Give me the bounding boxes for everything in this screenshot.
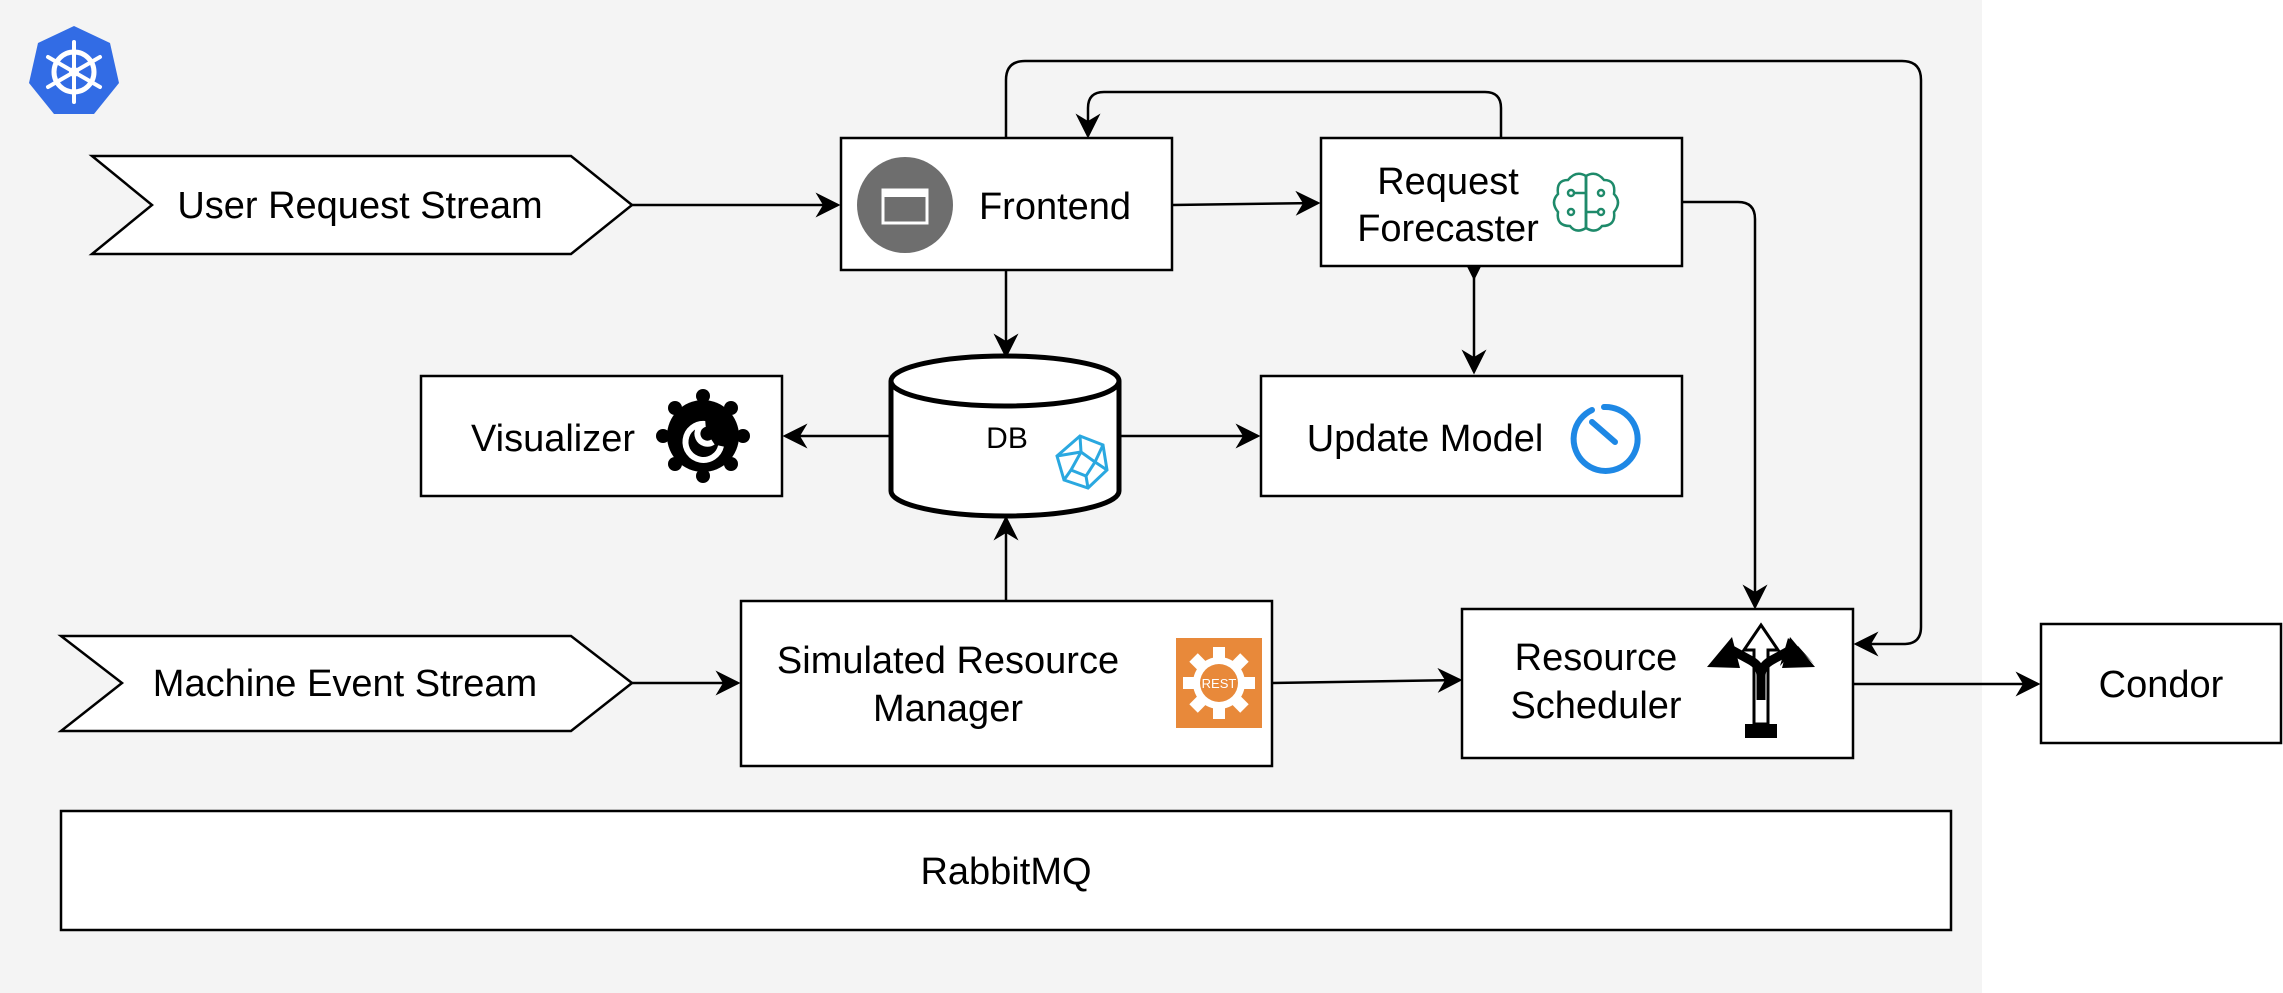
request-forecaster-label-line1: Request <box>1377 161 1519 203</box>
rabbitmq-label: RabbitMQ <box>920 851 1091 893</box>
resource-scheduler-label-line1: Resource <box>1515 637 1678 679</box>
db-label: DB <box>986 422 1028 455</box>
request-forecaster-label-line2: Forecaster <box>1357 208 1539 250</box>
db-node: DB <box>888 353 1122 519</box>
timer-icon <box>1570 403 1641 474</box>
frontend-node: Frontend <box>839 136 1174 272</box>
split-arrows-icon <box>1707 622 1815 738</box>
update-model-node: Update Model <box>1259 374 1684 498</box>
resource-scheduler-node: Resource Scheduler <box>1460 607 1855 760</box>
rabbitmq-node: RabbitMQ <box>59 809 1953 932</box>
srm-label-line2: Manager <box>873 688 1023 730</box>
ai-brain-icon <box>1552 172 1620 232</box>
user-request-stream-node: User Request Stream <box>88 154 634 256</box>
visualizer-label: Visualizer <box>471 418 635 460</box>
user-request-stream-label: User Request Stream <box>177 185 542 227</box>
edge-srm-scheduler <box>1249 667 1463 696</box>
polyhedron-icon <box>1055 434 1109 490</box>
simulated-resource-manager-node: Simulated Resource Manager REST <box>739 599 1274 768</box>
edge-forecaster-to-scheduler <box>1682 200 1768 610</box>
edge-forecaster-to-frontend <box>1075 90 1503 139</box>
kubernetes-icon <box>29 26 119 114</box>
request-forecaster-node: Request Forecaster <box>1319 136 1684 268</box>
edges <box>632 59 2041 697</box>
condor-node: Condor <box>2039 622 2283 745</box>
machine-event-stream-node: Machine Event Stream <box>57 634 635 733</box>
frontend-label: Frontend <box>979 186 1131 228</box>
grafana-icon <box>656 389 750 483</box>
browser-window-icon <box>857 157 953 253</box>
edge-frontend-to-scheduler <box>1004 59 1923 657</box>
visualizer-node: Visualizer <box>419 374 784 498</box>
srm-label-line1: Simulated Resource <box>777 640 1119 682</box>
rest-badge-label: REST <box>1202 676 1237 691</box>
edge-frontend-to-forecaster <box>1171 190 1321 216</box>
rest-gear-icon: REST <box>1176 638 1262 728</box>
condor-label: Condor <box>2099 664 2224 706</box>
update-model-label: Update Model <box>1307 418 1544 460</box>
machine-event-stream-label: Machine Event Stream <box>153 663 537 705</box>
resource-scheduler-label-line2: Scheduler <box>1510 685 1681 727</box>
